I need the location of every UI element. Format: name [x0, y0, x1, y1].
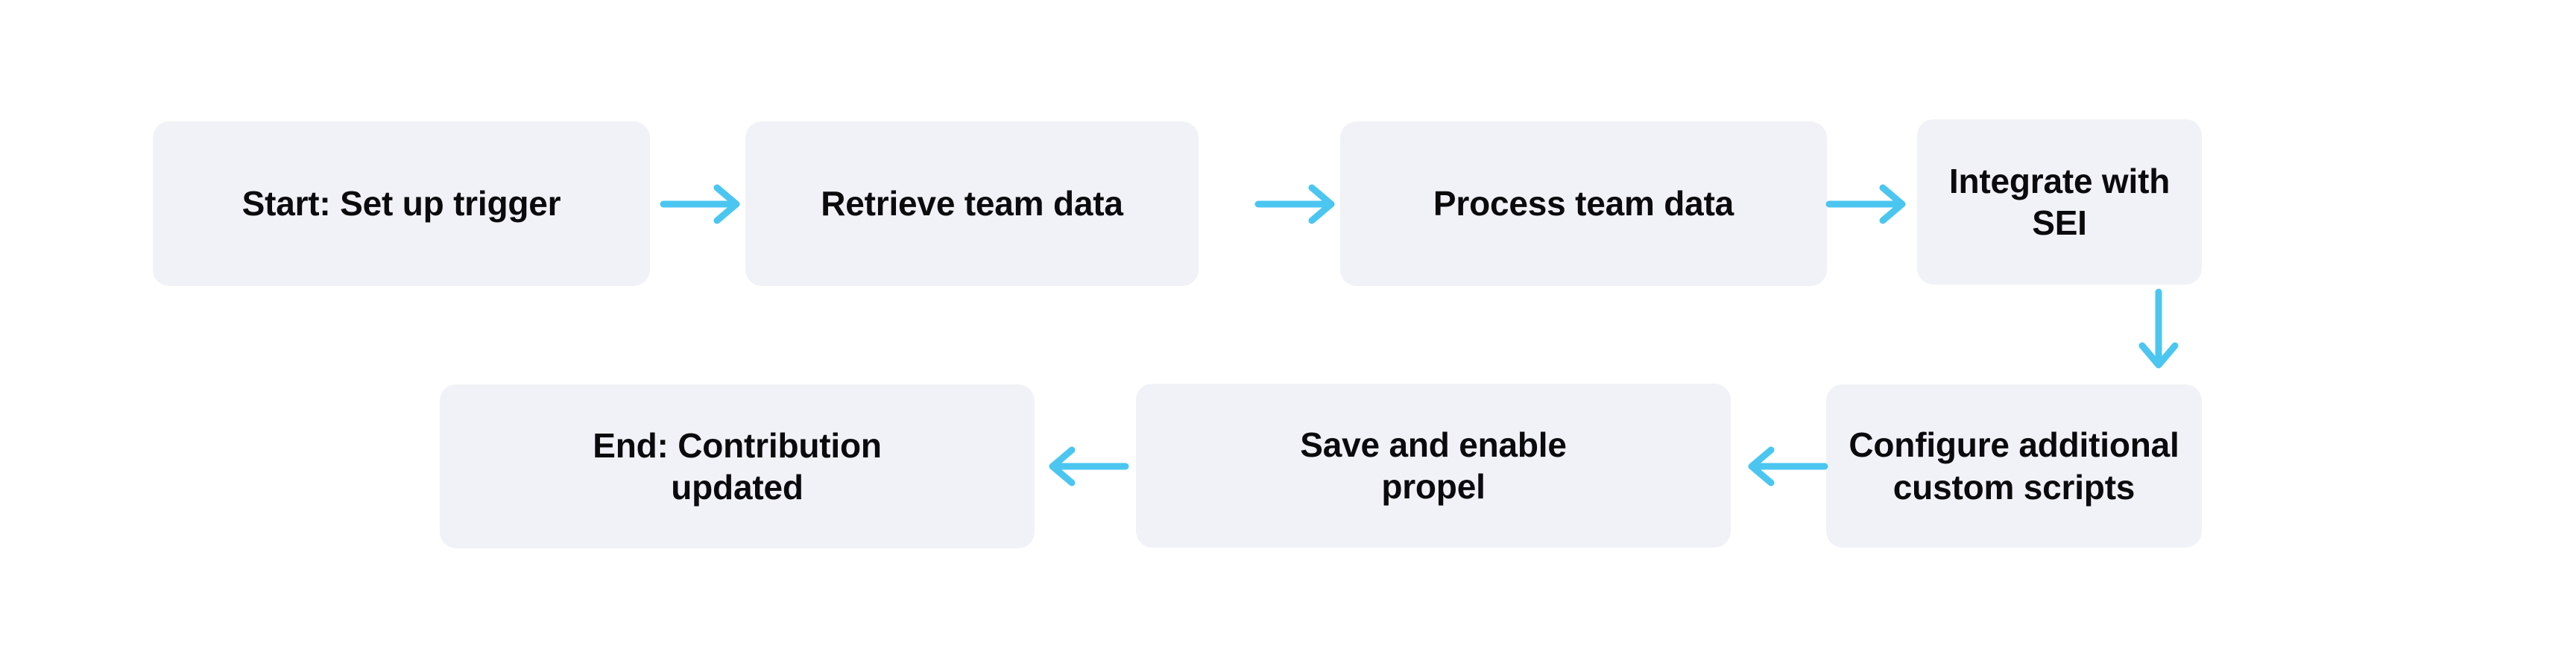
- arrow-left-icon-configure-to-save: [1743, 446, 1828, 486]
- arrow-right-icon-process-to-integrate: [1825, 184, 1911, 224]
- flow-node-save-and-enable-propel[interactable]: Save and enable propel: [1136, 384, 1731, 548]
- flow-node-configure-custom-scripts-label: Configure additional custom scripts: [1849, 425, 2179, 507]
- arrow-right-icon-start-to-retrieve: [660, 184, 745, 224]
- flow-node-end-contribution-updated[interactable]: End: Contribution updated: [440, 384, 1035, 548]
- flow-node-process-team-data-label: Process team data: [1433, 184, 1734, 223]
- flow-node-retrieve-team-data-label: Retrieve team data: [821, 184, 1123, 223]
- flow-node-end-contribution-updated-label: End: Contribution updated: [593, 425, 882, 507]
- flow-node-process-team-data[interactable]: Process team data: [1340, 121, 1827, 286]
- flow-node-start-label: Start: Set up trigger: [242, 184, 561, 223]
- arrow-down-icon-integrate-to-configure: [2138, 288, 2179, 374]
- flow-node-integrate-with-sei-label: Integrate with SEI: [1948, 161, 2171, 242]
- arrow-right-icon-retrieve-to-process: [1254, 184, 1340, 224]
- flow-node-save-and-enable-propel-label: Save and enable propel: [1300, 425, 1567, 506]
- flow-node-start[interactable]: Start: Set up trigger: [153, 121, 650, 286]
- flow-node-retrieve-team-data[interactable]: Retrieve team data: [745, 121, 1199, 286]
- arrow-left-icon-save-to-end: [1044, 446, 1129, 486]
- flow-node-integrate-with-sei[interactable]: Integrate with SEI: [1917, 119, 2202, 285]
- flow-node-configure-custom-scripts[interactable]: Configure additional custom scripts: [1826, 384, 2202, 548]
